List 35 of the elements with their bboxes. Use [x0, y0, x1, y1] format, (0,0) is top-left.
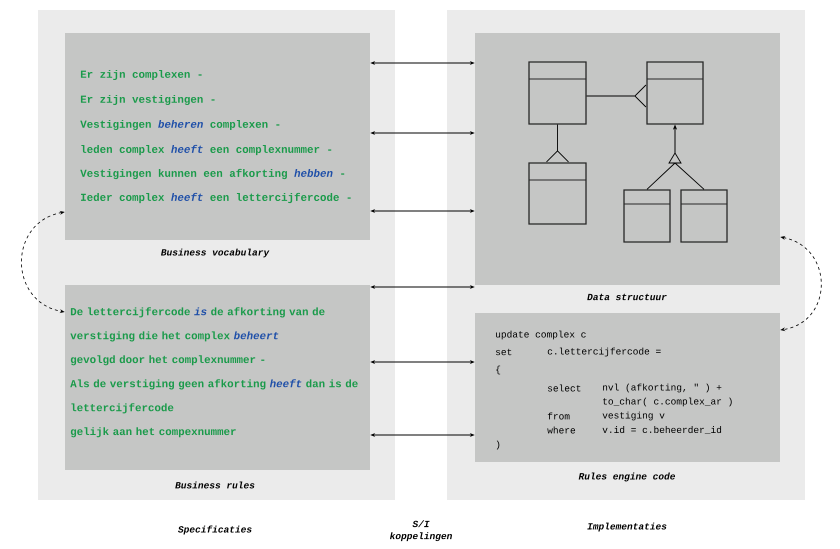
code-line: from: [548, 412, 570, 420]
class-box: [528, 61, 587, 125]
code-line: v.id = c.beheerder_id: [602, 426, 722, 434]
panel-title: Rules engine code: [578, 472, 676, 482]
panel-title: Business rules: [175, 482, 254, 488]
code-line: set: [496, 348, 512, 356]
vocabulary-line: Er zijn complexen -: [80, 70, 202, 80]
code-line: c.lettercijfercode =: [548, 348, 661, 356]
code-line: ): [496, 440, 500, 450]
footnote-label: S/I koppelingen: [390, 520, 452, 542]
rule-text: De lettercijfercode is de afkorting van de verstiging die het complex beheert: [70, 307, 325, 342]
panel-title: Specificaties: [178, 526, 252, 534]
panel-title: Business vocabulary: [160, 248, 270, 258]
class-box: [680, 189, 728, 243]
panel-title: Data structuur: [587, 294, 667, 300]
vocabulary-line: Ieder complex heeft een lettercijfercode -: [81, 192, 351, 204]
code-line: nvl (afkorting, " ) +: [603, 384, 722, 392]
code-line: to_char( c.complex_ar ): [603, 398, 732, 406]
class-box: [623, 189, 671, 243]
connector-line: [546, 124, 569, 162]
code-line: update complex c: [496, 330, 586, 340]
vocabulary-line: leden complex heeft een complexnummer -: [81, 144, 332, 156]
vocabulary-line: Vestigingen kunnen een afkorting hebben -: [80, 168, 344, 180]
code-line: where: [547, 426, 576, 434]
code-line: vestiging v: [602, 412, 665, 420]
connector-line: [586, 84, 646, 108]
code-line: select: [548, 384, 580, 392]
class-box: [528, 162, 587, 225]
panel-title: Implementaties: [587, 522, 666, 532]
code-line: {: [496, 366, 500, 374]
rule-text: gelijk aan het compexnummer: [70, 427, 236, 438]
vocabulary-line: Er zijn vestigingen -: [80, 94, 215, 106]
class-box: [646, 61, 704, 125]
rule-text: gevolgd door het complexnummer -: [70, 355, 264, 366]
vocabulary-line: Vestigingen beheren complexen -: [80, 120, 280, 130]
